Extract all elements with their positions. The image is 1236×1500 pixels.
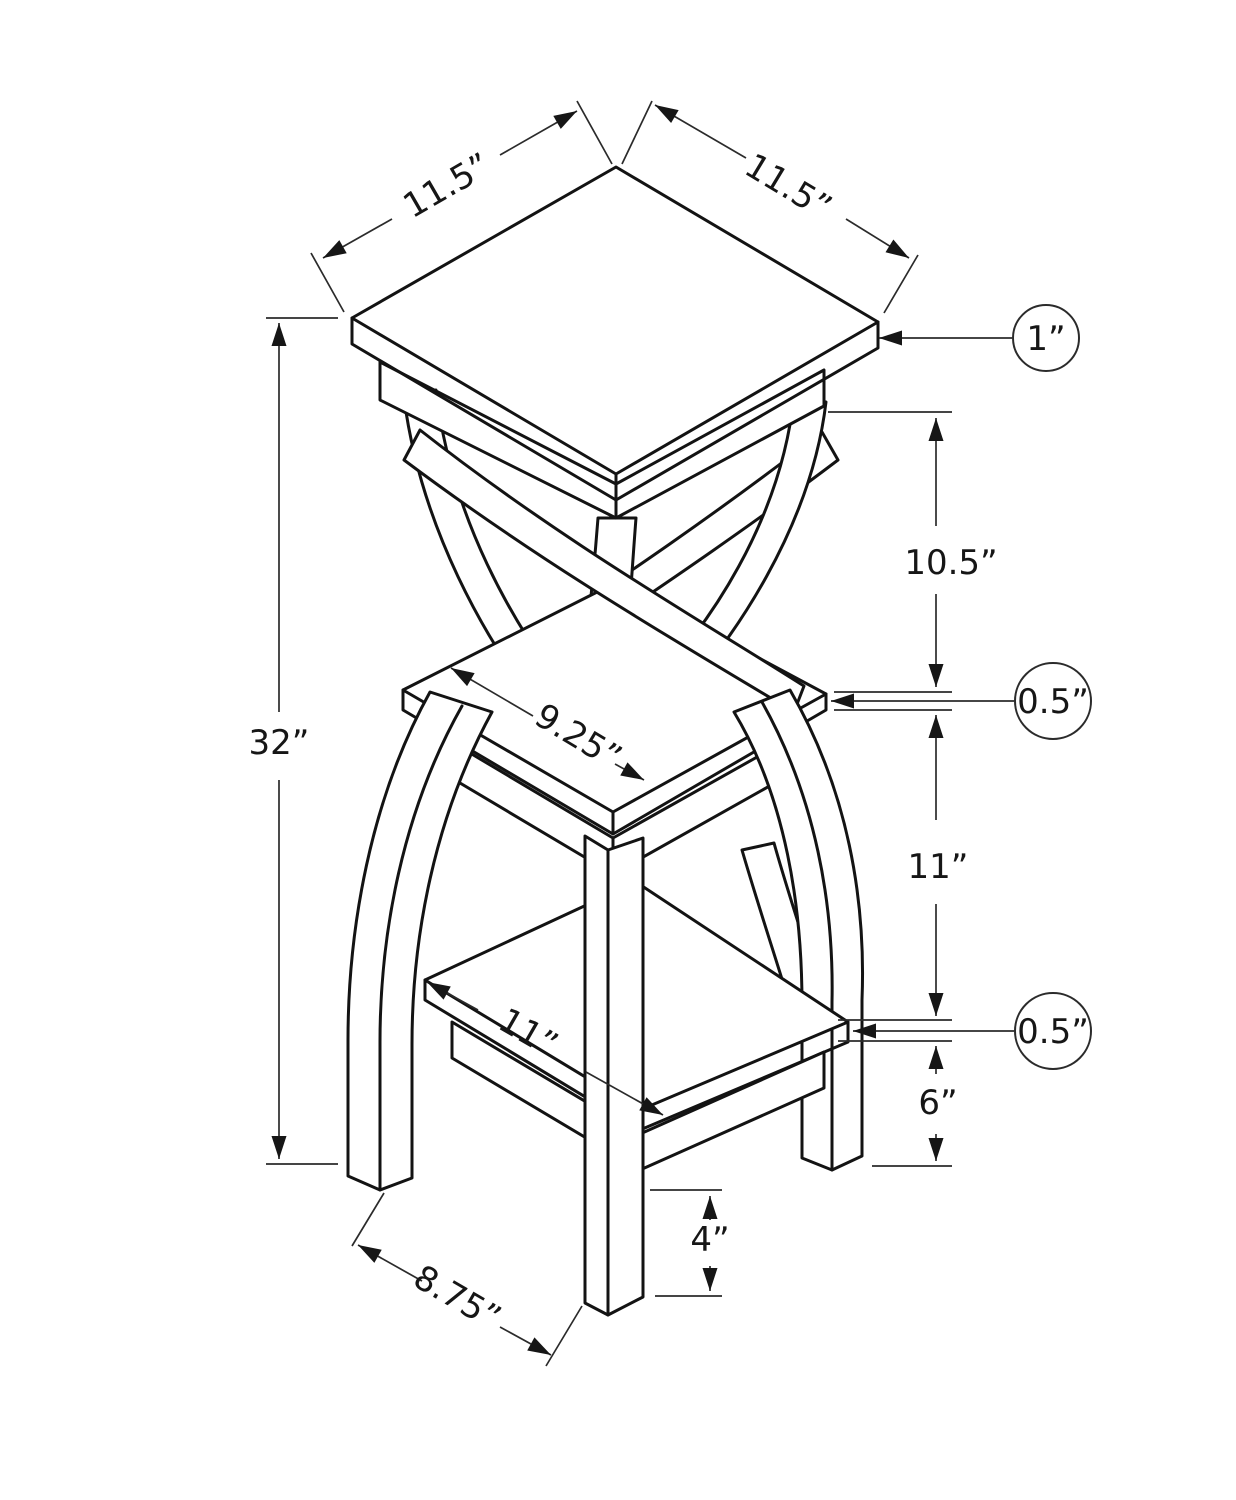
dim-foot-spacing-line2 [499,1326,552,1356]
front-leg [583,834,645,1317]
table-drawing [346,165,880,1317]
extension-ticks [266,100,952,1367]
dim-label-mid-thickness: 0.5” [1017,682,1089,722]
callout-circle-bottom-thickness [1014,992,1092,1070]
dim-top-right-line [654,104,747,159]
dim-foot-spacing-line [357,1244,423,1282]
dim-mid-shelf-line [450,667,534,717]
dim-label-top-thickness: 1” [1026,319,1065,359]
callout-circle-top-thickness [1012,304,1080,372]
dimension-lines [266,100,1092,1367]
dim-label-bottom-thickness: 0.5” [1017,1012,1089,1052]
dim-label-foot-height: 4” [690,1220,729,1260]
dim-label-overall-height: 32” [249,723,310,763]
callout-circle-mid-thickness [1014,662,1092,740]
dim-top-left-line [499,110,578,156]
dim-mid-shelf-line2 [614,762,645,781]
table-top [350,165,880,520]
dim-top-left-line2 [322,218,393,259]
dim-label-top-left: 11.5” [397,145,498,226]
dim-label-top-right: 11.5” [738,146,839,228]
dim-top-right-line2 [845,218,910,259]
dim-label-foot-spacing: 8.75” [407,1257,508,1338]
dim-label-upper-gap: 10.5” [904,543,997,583]
dim-bottom-shelf-line [426,981,479,1011]
dim-label-mid-gap: 11” [908,847,969,887]
dim-label-bottom-clearance: 6” [918,1083,957,1123]
left-leg [346,690,494,1192]
dim-bottom-shelf-line2 [585,1071,664,1116]
